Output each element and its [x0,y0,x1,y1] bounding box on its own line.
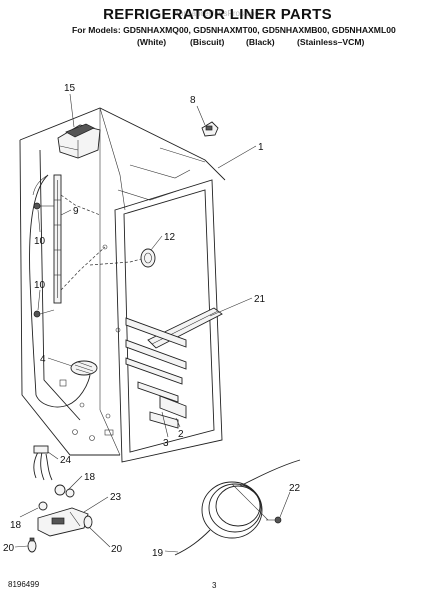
callout-15: 15 [64,83,76,94]
callout-21: 21 [254,294,266,305]
part-19-coiled-tube [174,459,301,556]
variant-white: (White) [137,37,167,47]
liner-body [19,107,226,463]
variant-stainless: (Stainless–VCM) [297,37,365,47]
part-10-screws [33,202,55,318]
callout-24: 24 [60,455,72,466]
callout-18-a: 18 [84,472,96,483]
callout-numbers: 15 8 1 9 10 12 10 21 4 2 3 24 18 23 18 2… [3,83,301,559]
part-8-clip [201,121,219,137]
part-18-sockets [38,484,75,511]
callout-18-b: 18 [10,520,22,531]
models-line: For Models: GD5NHAXMQ00, GD5NHAXMT00, GD… [72,25,396,35]
part-20-bulbs [27,515,93,553]
part-2-3-brackets [149,395,187,429]
page-title: REFRIGERATOR LINER PARTS [103,6,332,23]
callout-20-a: 20 [3,543,15,554]
document-code: 8196499 [8,580,40,589]
part-15-control-housing [57,123,101,159]
part-9-rail [53,174,62,304]
page-number: 3 [212,581,217,590]
watermark: AppliancePartsPros.com [173,9,262,18]
callout-4: 4 [40,354,46,365]
callout-2: 2 [178,429,184,440]
part-12-grommet [140,248,156,268]
callout-12: 12 [164,232,176,243]
callout-20-b: 20 [111,544,123,555]
callout-8: 8 [190,95,196,106]
leader-lines [14,93,291,553]
exploded-parts-diagram: 15 8 1 9 10 12 10 21 4 2 3 24 18 23 18 2… [3,83,301,559]
callout-3: 3 [163,438,169,449]
shelf-supports [125,317,187,403]
callout-1: 1 [258,142,264,153]
part-4-light-cover [70,360,98,376]
callout-23: 23 [110,492,122,503]
header: AppliancePartsPros.com REFRIGERATOR LINE… [0,0,435,52]
callout-10-a: 10 [34,236,46,247]
callout-9: 9 [73,206,79,217]
variant-black: (Black) [246,37,275,47]
callout-19: 19 [152,548,164,559]
variant-biscuit: (Biscuit) [190,37,225,47]
part-24-wire-harness [33,445,53,481]
callout-22: 22 [289,483,301,494]
callout-10-b: 10 [34,280,46,291]
part-22-screw [266,516,282,524]
part-23-light-housing [37,507,89,537]
